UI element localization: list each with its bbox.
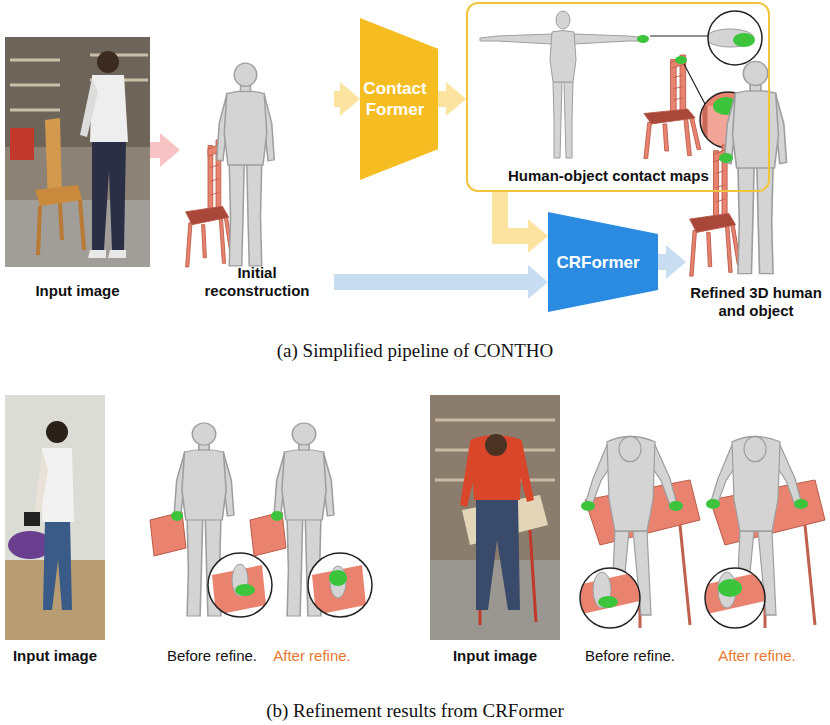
illustration-part	[708, 11, 762, 65]
illustration-part	[650, 36, 708, 104]
illustration-part	[312, 565, 366, 615]
contact-map-figure	[480, 11, 762, 159]
illustration-part	[308, 553, 372, 617]
panel-caption: Human-object contact maps	[508, 167, 762, 185]
illustration-part	[208, 553, 272, 617]
illustration-part	[637, 35, 649, 43]
illustration-part	[706, 29, 754, 47]
illustration-part	[718, 579, 742, 597]
illustration-part	[330, 566, 346, 598]
figure-caption: (b) Refinement results from CRFormer	[266, 700, 564, 722]
flow-arrow	[658, 254, 666, 270]
illustration-part	[212, 565, 266, 615]
illustration-part	[719, 153, 733, 163]
illustration-part	[690, 145, 741, 276]
illustration-part	[35, 185, 82, 206]
illustration-part	[669, 501, 683, 511]
after-refine-b1	[250, 423, 372, 617]
illustration-part	[212, 564, 266, 615]
illustration-part	[308, 553, 372, 617]
flow-arrow	[334, 274, 528, 290]
illustration-part	[705, 568, 765, 628]
illustration-part	[470, 435, 522, 500]
illustration-part	[598, 596, 618, 608]
trapezoid-fill	[548, 212, 658, 312]
illustration-part	[80, 78, 98, 137]
illustration-part	[250, 512, 286, 556]
illustration-part	[92, 140, 126, 250]
panel-caption: Refined 3D human and object	[689, 284, 823, 320]
illustration-part	[271, 511, 283, 521]
before-refine-b2	[578, 437, 700, 629]
input-photo-b1	[5, 395, 105, 640]
input-image-panel: Input image	[5, 37, 150, 302]
illustration-part	[675, 56, 687, 64]
image-label: After refine.	[273, 647, 351, 665]
panel-caption: Input image	[35, 282, 119, 300]
illustration-part	[10, 128, 34, 160]
trapezoid-shape	[360, 18, 438, 180]
illustration-part	[733, 33, 755, 47]
illustration-part	[88, 250, 126, 258]
flow-arrow	[334, 91, 340, 107]
image-label: Input image	[13, 647, 97, 665]
flow-arrow	[500, 192, 528, 236]
flow-arrow	[150, 142, 160, 158]
contactformer-block: Contact Former	[360, 18, 438, 180]
panel-caption: Initial reconstruction	[183, 264, 331, 300]
illustration-part	[150, 512, 186, 556]
input-photo	[5, 37, 150, 267]
illustration-part	[10, 55, 148, 110]
image-label: Input image	[453, 647, 537, 665]
illustration-part	[34, 450, 48, 517]
flow-arrow	[438, 91, 446, 107]
block-label: CRFormer	[556, 252, 639, 273]
illustration-part	[706, 29, 755, 47]
illustration-part	[235, 584, 255, 596]
refined-result-panel: Refined 3D human and object	[686, 60, 826, 322]
illustration-part	[580, 568, 640, 628]
illustration-part	[644, 55, 701, 159]
illustration-part	[171, 511, 183, 521]
illustration-part	[794, 499, 808, 509]
illustration-part	[430, 395, 560, 640]
illustration-part	[5, 200, 150, 267]
initial-reconstruction	[186, 63, 275, 267]
image-label: Before refine.	[167, 647, 257, 665]
illustration-part	[43, 520, 72, 610]
block-label: Contact Former	[362, 78, 428, 120]
illustration-part	[5, 395, 105, 640]
crformer-block: CRFormer	[548, 212, 658, 312]
illustration-part	[217, 63, 275, 266]
illustration-part	[312, 565, 366, 615]
reconstruction-panel: Initial reconstruction	[180, 60, 334, 302]
illustration-part	[38, 200, 84, 255]
illustration-part	[476, 500, 520, 610]
illustration-part	[186, 140, 234, 267]
illustration-part	[329, 570, 347, 586]
illustration-part	[485, 434, 507, 456]
trapezoid-fill	[360, 18, 438, 180]
illustration-part	[90, 75, 128, 142]
illustration-part	[24, 512, 40, 526]
illustration-part	[480, 11, 646, 158]
illustration-part	[430, 560, 560, 640]
after-refine-b2	[703, 437, 825, 629]
image-label: After refine.	[718, 647, 796, 665]
input-photo-b2	[430, 395, 560, 640]
illustration-part	[42, 448, 74, 522]
illustration-part	[97, 51, 119, 73]
illustration-part	[581, 501, 595, 511]
contact-map-panel: Human-object contact maps	[466, 2, 770, 192]
figure-caption: (a) Simplified pipeline of CONTHO	[277, 340, 554, 362]
illustration-part	[706, 499, 720, 509]
illustration-part	[46, 421, 68, 443]
illustration-part	[5, 37, 150, 267]
illustration-part	[724, 61, 786, 273]
image-label: Before refine.	[585, 647, 675, 665]
illustration-part	[208, 553, 272, 617]
